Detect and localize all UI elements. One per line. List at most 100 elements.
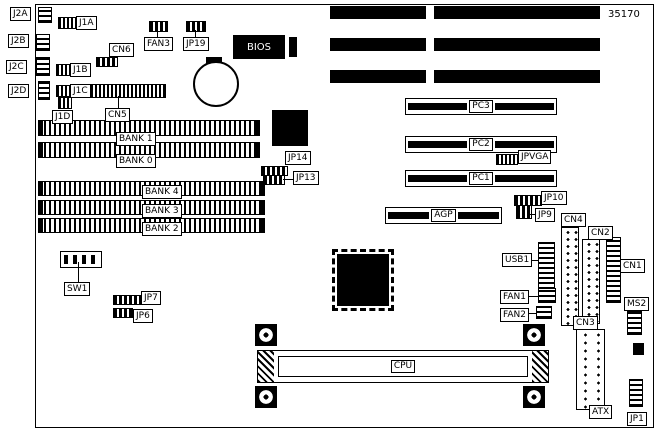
j1b-connector — [56, 64, 70, 76]
label-j1d: J1D — [52, 110, 74, 124]
label-fan2: FAN2 — [500, 308, 529, 322]
label-cn5: CN5 — [105, 108, 130, 122]
slot-segment — [388, 212, 430, 219]
label-cn4: CN4 — [561, 213, 586, 227]
label-j2d: J2D — [8, 84, 30, 98]
leader-line-cn5 — [118, 96, 119, 108]
ms2-connector — [627, 311, 642, 335]
cpu-slot-hatch — [258, 351, 274, 382]
label-cn2: CN2 — [588, 226, 613, 240]
label-jp6: JP6 — [133, 309, 153, 323]
leader-line-jp13 — [283, 179, 293, 180]
pci-slot-pc3: PC3 — [405, 98, 557, 115]
cn4-connector — [561, 227, 579, 326]
label-bank3: BANK 3 — [142, 204, 182, 218]
cpu-mount-hole — [523, 324, 545, 346]
cn2-connector — [582, 239, 600, 324]
j2d-connector — [38, 81, 50, 100]
slot-segment — [494, 103, 554, 110]
qfp-chip — [332, 249, 394, 311]
cpu-mount-hole — [523, 386, 545, 408]
label-j2b: J2B — [8, 34, 29, 48]
label-jp19: JP19 — [183, 37, 209, 51]
usb1-connector — [538, 242, 555, 290]
cpu-slot-inner — [278, 356, 528, 377]
slot-segment — [494, 175, 554, 182]
label-cn3: CN3 — [573, 316, 598, 330]
label-usb1: USB1 — [502, 253, 533, 267]
j2c-connector — [36, 57, 50, 76]
cpu-label: CPU — [390, 360, 416, 373]
battery — [193, 61, 239, 107]
label-j2a: J2A — [10, 7, 31, 21]
leader-line-fan1 — [529, 296, 538, 297]
fan1-connector — [538, 288, 556, 303]
pci-slot-pc1: PC1 — [405, 170, 557, 187]
label-fan3: FAN3 — [144, 37, 173, 51]
label-jp9: JP9 — [535, 208, 555, 222]
j2a-connector — [38, 7, 52, 23]
jp1-connector — [629, 379, 643, 407]
leader-line-usb1 — [530, 260, 538, 261]
ms2-aux-component — [633, 343, 644, 355]
fan2-connector — [536, 306, 552, 319]
pci-slot-pc2: PC2 — [405, 136, 557, 153]
jp19-connector — [186, 21, 206, 32]
pci-slot-pc1-label: PC1 — [469, 172, 493, 185]
label-j2c: J2C — [6, 60, 27, 74]
label-bank1: BANK 1 — [116, 132, 156, 146]
label-jp10: JP10 — [541, 191, 567, 205]
jp6-header — [113, 308, 133, 318]
pci-slot-pc3-label: PC3 — [469, 100, 493, 113]
jp13-header — [263, 175, 285, 185]
slot-segment — [408, 141, 468, 148]
label-jp13: JP13 — [293, 171, 319, 185]
cpu-mount-hole — [255, 324, 277, 346]
j1a-connector — [58, 17, 76, 29]
isa-slot-1-right — [434, 6, 600, 19]
fan3-connector — [149, 21, 168, 32]
cpu-slot: CPU — [257, 350, 549, 383]
j2b-connector — [36, 34, 50, 51]
label-j1c: J1C — [70, 84, 91, 98]
j1c-connector — [56, 85, 70, 97]
label-j1b: J1B — [70, 63, 91, 77]
slot-segment — [408, 175, 468, 182]
label-sw1: SW1 — [64, 282, 91, 296]
cn6-connector — [96, 57, 118, 67]
label-jp1: JP1 — [627, 412, 647, 426]
chipset-chip — [272, 110, 308, 146]
leader-line-sw1 — [78, 262, 79, 282]
label-bank4: BANK 4 — [142, 185, 182, 199]
agp-slot: AGP — [385, 207, 502, 224]
jpvga-header — [496, 154, 518, 165]
label-fan1: FAN1 — [500, 290, 529, 304]
bios-chip: BIOS — [233, 35, 285, 59]
isa-slot-2-right — [434, 38, 600, 51]
pci-slot-pc2-label: PC2 — [469, 138, 493, 151]
isa-slot-2-left — [330, 38, 426, 51]
slot-segment — [408, 103, 468, 110]
label-bank2: BANK 2 — [142, 222, 182, 236]
leader-line-jp19 — [195, 30, 196, 37]
jp9-header — [516, 205, 532, 219]
label-jp7: JP7 — [141, 291, 161, 305]
label-cn1: CN1 — [620, 259, 645, 273]
j1d-connector — [58, 97, 72, 109]
label-jp14: JP14 — [285, 151, 311, 165]
label-atx: ATX — [589, 405, 613, 419]
cn1-connector — [606, 237, 621, 303]
jp7-header — [113, 295, 141, 305]
cpu-slot-hatch — [532, 351, 548, 382]
slot-segment — [457, 212, 499, 219]
sw1-dip-switch — [60, 251, 102, 268]
isa-slot-3-left — [330, 70, 426, 83]
leader-line-fan2 — [527, 313, 536, 314]
atx-connector — [576, 329, 605, 410]
slot-segment — [494, 141, 554, 148]
part-number: 35170 — [608, 9, 640, 20]
isa-slot-3-right — [434, 70, 600, 83]
label-jpvga: JPVGA — [518, 150, 552, 164]
leader-line-jp9 — [530, 214, 535, 215]
